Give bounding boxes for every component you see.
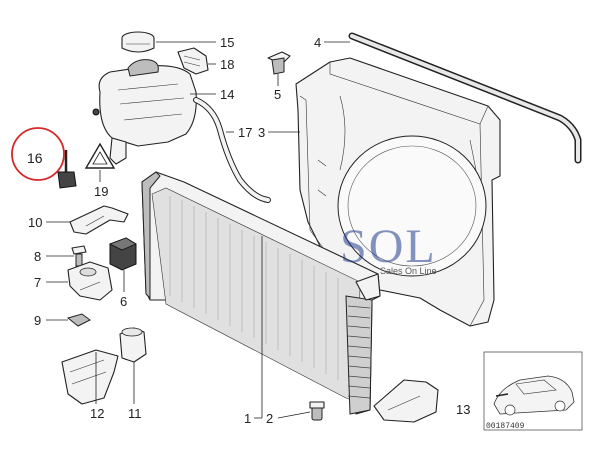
callout-4: 4 <box>314 35 321 50</box>
small-clip <box>66 313 91 327</box>
bolt <box>71 245 87 267</box>
expanding-rivet <box>267 51 291 75</box>
callout-5: 5 <box>274 87 281 102</box>
overflow-hose <box>193 97 271 203</box>
rubber-mount <box>109 237 137 271</box>
hose-clip <box>177 47 209 75</box>
callout-3: 3 <box>258 125 265 140</box>
radiator-holder <box>67 261 113 301</box>
vehicle-thumbnail <box>483 351 583 431</box>
leader-lines <box>46 41 350 419</box>
callout-1: 1 <box>244 411 251 426</box>
level-sensor <box>57 150 77 189</box>
callout-9: 9 <box>34 313 41 328</box>
rubber-buffer <box>119 327 147 363</box>
callout-19: 19 <box>94 184 108 199</box>
radiator <box>141 171 381 415</box>
callout-17: 17 <box>238 125 252 140</box>
callout-12: 12 <box>90 406 104 421</box>
callout-11: 11 <box>128 406 142 421</box>
callout-14: 14 <box>220 87 234 102</box>
callout-2: 2 <box>266 411 273 426</box>
mounting-bracket <box>69 205 129 235</box>
lower-air-guide <box>373 379 439 423</box>
catalog-number: 00187409 <box>486 422 525 431</box>
expansion-tank <box>92 59 197 165</box>
watermark-logo: SOL <box>340 220 437 273</box>
seal-strip <box>348 32 582 164</box>
air-duct-cover <box>61 349 119 405</box>
highlight-circle <box>11 127 65 181</box>
drain-plug <box>309 401 325 421</box>
callout-10: 10 <box>28 215 42 230</box>
callout-8: 8 <box>34 249 41 264</box>
callout-13: 13 <box>456 402 470 417</box>
warning-label <box>84 142 116 169</box>
callout-7: 7 <box>34 275 41 290</box>
callout-15: 15 <box>220 35 234 50</box>
callout-16: 16 <box>27 150 43 166</box>
callout-6: 6 <box>120 294 127 309</box>
watermark-subtitle: Sales On Line <box>380 266 437 276</box>
callout-18: 18 <box>220 57 234 72</box>
tank-cap <box>121 31 155 53</box>
